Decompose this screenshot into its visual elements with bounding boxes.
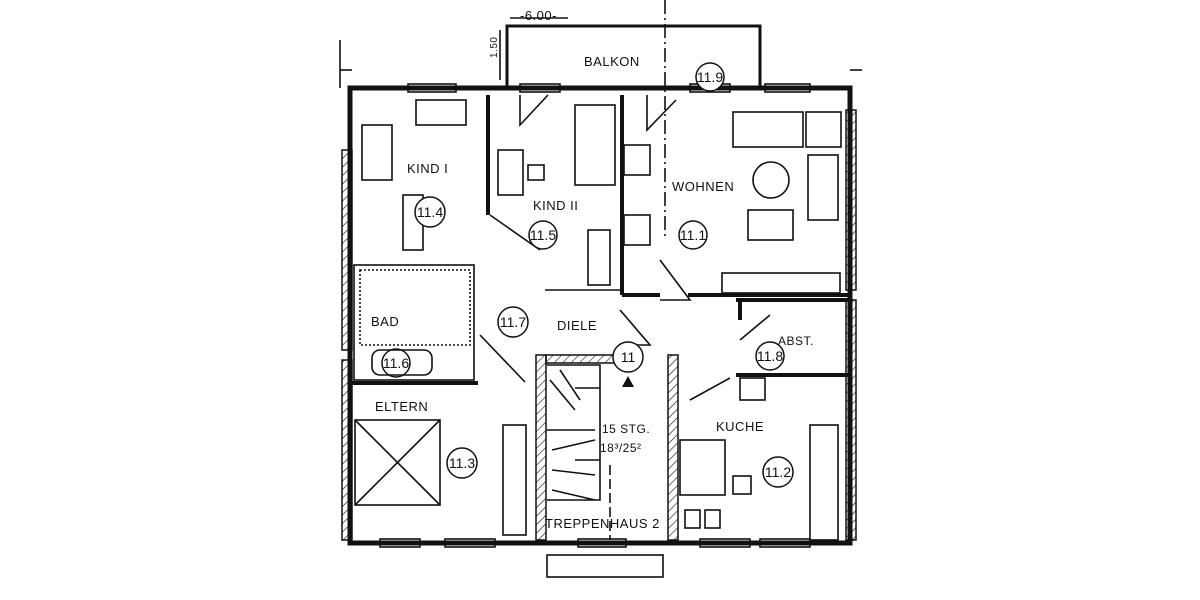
room-abst: ABST. 11.8: [755, 334, 814, 371]
interior-walls: [350, 95, 850, 541]
room-label: KUCHE: [716, 419, 764, 434]
room-label: DIELE: [557, 318, 597, 333]
room-label: TREPPENHAUS 2: [545, 516, 660, 531]
room-eltern: ELTERN 11.3: [375, 399, 478, 479]
room-bad: BAD 11.6: [368, 313, 411, 378]
room-number: 11.4: [417, 204, 443, 220]
room-number: 11.7: [500, 314, 526, 330]
exterior-walls: [339, 40, 862, 578]
room-number: 11: [621, 349, 636, 365]
entrance-arrow-icon: [622, 376, 634, 387]
room-label: ABST.: [778, 334, 814, 348]
room-balkon: BALKON 11.9: [584, 54, 725, 92]
room-number: 11.8: [757, 348, 783, 364]
balcony-depth-dimension: 1.50: [489, 37, 500, 58]
room-number: 11.9: [697, 69, 723, 85]
room-number: 11.5: [530, 227, 556, 243]
room-wohnen: WOHNEN 11.1: [672, 179, 734, 250]
room-label: BAD: [371, 314, 399, 329]
room-kind1: KIND I 11.4: [407, 161, 448, 228]
room-label: BALKON: [584, 54, 640, 69]
room-number: 11.6: [383, 355, 409, 371]
staircase: [547, 364, 634, 540]
room-label: KIND II: [533, 198, 578, 213]
room-kind2: KIND II 11.5: [528, 198, 578, 250]
room-number: 11.2: [765, 464, 791, 480]
room-kuche: KUCHE 11.2: [716, 419, 794, 488]
door-swings: [479, 94, 771, 401]
room-label: WOHNEN: [672, 179, 734, 194]
room-diele: DIELE 11.7: [497, 306, 597, 338]
balcony-width-dimension: -6.00-: [520, 8, 557, 23]
room-treppenhaus: TREPPENHAUS 2 11 15 STG. 18³/25²: [545, 341, 660, 531]
room-number: 11.1: [680, 227, 706, 243]
room-label: ELTERN: [375, 399, 428, 414]
room-label: KIND I: [407, 161, 448, 176]
dimension-lines: [499, 0, 666, 240]
stair-ratio-label: 18³/25²: [600, 441, 642, 455]
stair-steps-label: 15 STG.: [602, 422, 650, 436]
room-number: 11.3: [449, 455, 475, 471]
